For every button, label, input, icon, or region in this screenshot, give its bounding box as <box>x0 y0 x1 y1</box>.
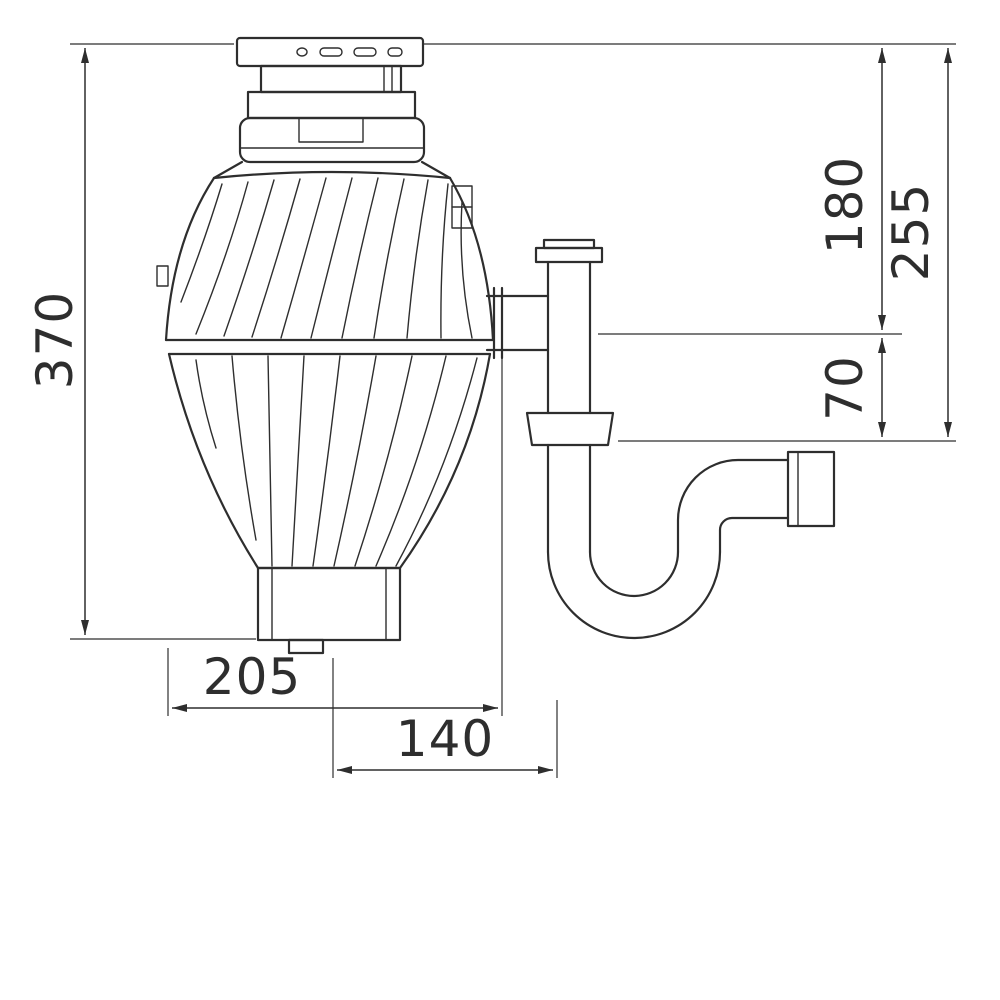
dim-top-to-trap-nut-label: 255 <box>882 183 940 281</box>
mounting-ring-detail <box>298 117 364 143</box>
flange-slot-icon <box>353 47 377 57</box>
chamber-right-lower <box>398 352 492 570</box>
p-trap <box>525 238 836 640</box>
u-bend-inner <box>588 550 680 598</box>
u-bend-outer <box>546 550 722 640</box>
chamber-left-lower <box>167 352 260 570</box>
dim-outlet-to-nut-label: 70 <box>816 355 874 421</box>
bottom-housing <box>256 566 402 642</box>
chamber-right-upper <box>448 176 495 342</box>
left-clip-detail <box>156 265 169 287</box>
dimensions: 370 180 255 70 205 140 <box>26 43 956 778</box>
mounting-ring-lower <box>238 116 426 164</box>
flange-slot-icon <box>296 47 308 57</box>
slip-nut <box>525 411 615 447</box>
dim-overall-height-label: 370 <box>26 291 84 389</box>
trap-inlet-flange <box>534 246 604 264</box>
lower-flutes <box>195 355 478 567</box>
outlet-elbow-inner <box>718 516 790 554</box>
trap-inlet-lip <box>542 238 596 250</box>
disposer-unit <box>156 36 550 655</box>
mounting-ring-upper <box>246 90 417 120</box>
dim-body-width-label: 205 <box>203 648 301 706</box>
dim-center-to-trap-label: 140 <box>396 710 494 768</box>
dim-top-to-outlet-label: 180 <box>816 156 874 254</box>
wall-outlet-cap <box>786 450 836 528</box>
upper-flutes <box>180 177 473 339</box>
outlet-elbow-outer <box>676 458 790 554</box>
discharge-outlet <box>485 286 550 360</box>
flange-neck <box>259 64 403 94</box>
chamber-top-rim <box>212 170 452 180</box>
flange-slot-icon <box>387 47 403 57</box>
bottom-plug <box>287 638 325 655</box>
sink-flange <box>235 36 425 68</box>
flange-slot-icon <box>319 47 343 57</box>
chamber-left-upper <box>164 176 216 342</box>
